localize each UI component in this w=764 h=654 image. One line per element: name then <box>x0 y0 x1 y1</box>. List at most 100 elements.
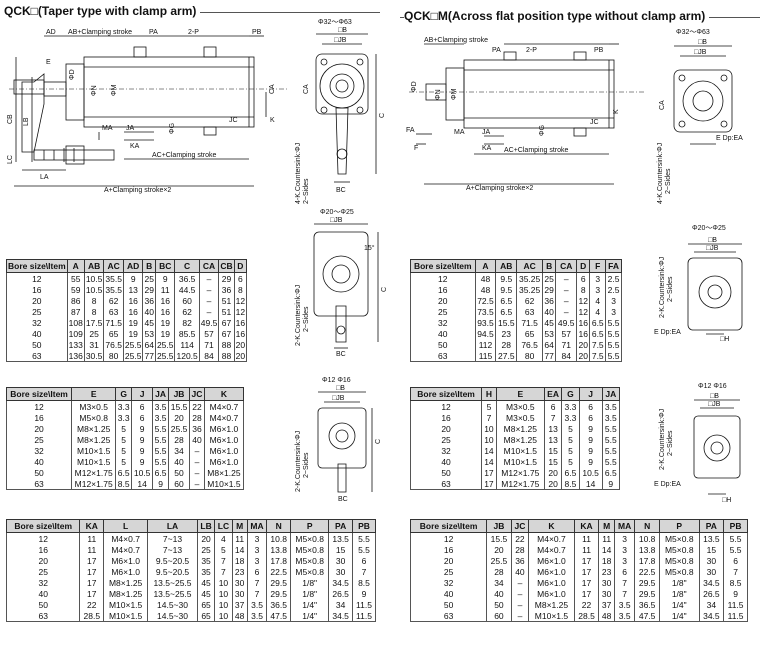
table-cell: 3 <box>589 272 607 284</box>
table-cell: 34.5 <box>328 577 353 588</box>
end-label-edp: E Dp:EA <box>654 329 681 336</box>
table-cell: 5 <box>561 456 580 467</box>
table-cell: 34.5 <box>698 577 725 588</box>
bore-size-cell: 50 <box>409 467 483 478</box>
table-cell: M10×1.5 <box>103 599 149 610</box>
bore-size-cell: 12 <box>409 532 488 544</box>
table-cell: 13.5 <box>698 532 725 544</box>
table-cell: 57 <box>198 328 220 339</box>
table-cell: 37 <box>598 599 615 610</box>
table-cell: 5.5 <box>152 434 170 445</box>
table-cell: 30 <box>698 566 725 577</box>
end-view-title: Φ20～Φ25 <box>692 225 726 232</box>
table-cell: 20 <box>576 339 591 350</box>
bore-size-cell: 20 <box>410 295 476 306</box>
table-cell: M8×1.25 <box>528 599 575 610</box>
left-side-view-drawing: AD AB+Clamping stroke PA 2-P PB E ΦD ΦN … <box>7 29 289 194</box>
table-cell: 28.5 <box>573 610 600 622</box>
bore-size-cell: 25 <box>5 434 73 445</box>
table-cell: 28 <box>486 566 512 577</box>
table-cell: 53 <box>142 328 156 339</box>
bore-size-cell: 40 <box>410 328 476 339</box>
table-cell: 45 <box>196 577 216 588</box>
table-cell: 13.5~25.5 <box>147 588 198 599</box>
table-cell: 9 <box>131 445 154 456</box>
table-cell: 3 <box>246 544 268 555</box>
table-cell: 80 <box>516 350 544 362</box>
end-view-title: Φ12 Φ16 <box>698 383 727 390</box>
table-cell: 9.5~20.5 <box>147 566 198 577</box>
table-cell: 8 <box>576 284 591 295</box>
table-cell: 14.5~30 <box>147 599 198 610</box>
dim-label-cb: CB <box>7 114 14 124</box>
table-cell: M5×0.8 <box>290 532 330 544</box>
table-cell: 34 <box>486 577 512 588</box>
column-header: EA <box>543 387 563 401</box>
table-cell: 71 <box>198 339 220 350</box>
bore-size-cell: 25 <box>410 306 476 317</box>
table-cell: 6 <box>351 555 377 566</box>
table-cell: 5.5 <box>152 445 170 456</box>
table-cell: 17 <box>79 577 105 588</box>
dim-label-ka: KA <box>130 143 140 150</box>
table-cell: 1/4" <box>658 599 700 610</box>
column-header: K <box>528 519 575 533</box>
table-cell: M4×0.7 <box>203 400 245 412</box>
bore-size-header: Bore size\Item <box>410 259 476 273</box>
table-cell: 93.5 <box>474 317 497 328</box>
end-label-b: □B <box>710 393 719 400</box>
table-cell: 29.5 <box>266 588 292 599</box>
bore-size-cell: 25 <box>409 434 483 445</box>
table-cell: 34.5 <box>698 610 725 622</box>
table-cell: – <box>555 284 578 295</box>
dim-label-pb: PB <box>594 47 604 54</box>
table-cell: 40 <box>486 588 512 599</box>
dim-label-ac: AC+Clamping stroke <box>152 152 216 159</box>
table-cell: 45 <box>542 317 557 328</box>
end-view-title: Φ12 Φ16 <box>322 377 351 384</box>
table-cell: 17 <box>79 566 105 577</box>
table-cell: 6.5 <box>601 467 621 478</box>
bore-size-cell: 32 <box>409 577 488 588</box>
bore-size-cell: 12 <box>410 272 476 284</box>
table-cell: 22.5 <box>634 566 660 577</box>
table-cell: 44.5 <box>174 284 200 295</box>
table-cell: 3.3 <box>115 412 133 423</box>
table-cell: 30 <box>598 588 615 599</box>
column-header: KA <box>79 519 105 533</box>
table-cell: M12×1.75 <box>71 478 117 490</box>
table-cell: 11 <box>154 284 176 295</box>
end-label-sides: 2~Sides <box>665 168 672 194</box>
end-label-angle: 15° <box>364 244 375 252</box>
right-end-view-12-16: Φ12 Φ16 □B □JB 2-K.Countersink:ΦJ 2~Side… <box>654 383 741 504</box>
table-cell: 1/4" <box>658 610 700 622</box>
table-cell: 87 <box>66 306 85 317</box>
table-cell: 63 <box>516 306 544 317</box>
table-cell: 1/4" <box>290 610 330 622</box>
table-cell: 48 <box>474 284 497 295</box>
table-cell: 14 <box>231 544 248 555</box>
end-label-sides: 2~Sides <box>303 306 310 332</box>
table-cell: 60 <box>174 295 200 306</box>
table-cell: 23 <box>231 566 248 577</box>
table-cell: 45 <box>142 317 156 328</box>
table-cell: 71.5 <box>103 317 124 328</box>
table-cell: M5×0.8 <box>658 555 700 566</box>
table-cell: 28 <box>510 544 530 555</box>
table-cell: 15 <box>328 544 353 555</box>
table-cell: 11.5 <box>351 610 377 622</box>
table-cell: M6×1.0 <box>528 577 575 588</box>
table-cell: 114 <box>174 339 200 350</box>
table-cell: 5.5 <box>152 456 170 467</box>
table-cell: 55 <box>66 272 85 284</box>
table-cell: M8×1.25 <box>103 588 149 599</box>
table-cell: 84 <box>198 350 220 362</box>
table-cell: 10.5 <box>578 467 603 478</box>
end-label-bc: BC <box>338 496 348 503</box>
